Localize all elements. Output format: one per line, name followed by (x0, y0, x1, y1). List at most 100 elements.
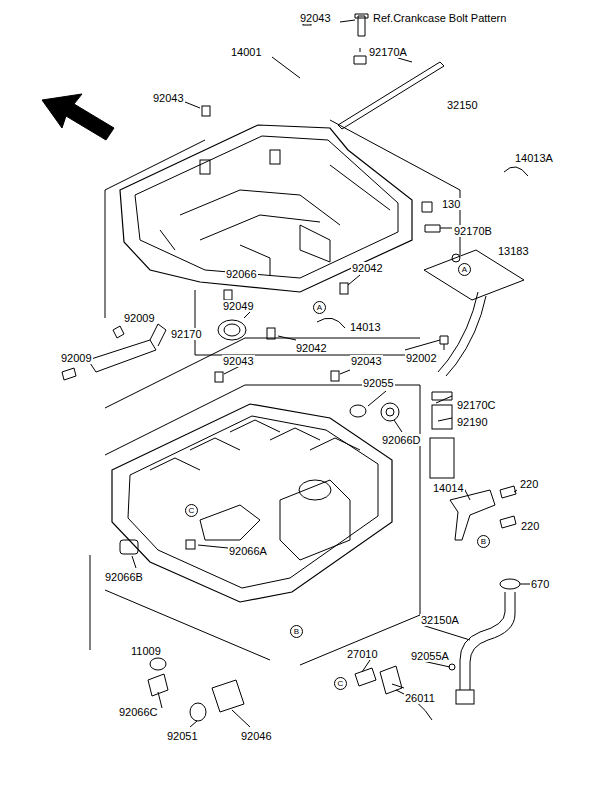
callout-number: 14001 (230, 46, 263, 58)
illustration-line (105, 120, 460, 408)
callout-number: 92009 (60, 352, 93, 364)
letter-text: C (338, 680, 344, 688)
illustration-line (224, 290, 232, 300)
illustration-line (450, 490, 495, 540)
illustration-line (338, 62, 444, 129)
illustration-line (500, 579, 520, 589)
callout-number: 92170C (456, 399, 497, 411)
reference-letter: A (313, 301, 326, 314)
illustration-line (355, 14, 368, 36)
callout-number: 11009 (130, 645, 162, 657)
callout-number: 92066C (118, 706, 159, 718)
callout-number: 92170 (170, 328, 203, 340)
callout-number: 32150A (420, 614, 460, 626)
callout-number: 92049 (222, 300, 255, 312)
illustration-line (215, 372, 223, 382)
callout-number: 92066D (381, 434, 422, 446)
callout-number: 32150 (446, 99, 479, 111)
illustration-line (88, 324, 166, 372)
callout-number: 14013A (514, 152, 554, 164)
callout-number: 92055 (362, 377, 395, 389)
illustration-line (504, 167, 528, 176)
callout-number: 13183 (497, 245, 530, 257)
letter-text: B (481, 538, 486, 546)
illustration-line (200, 160, 210, 174)
reference-note: Ref.Crankcase Bolt Pattern (372, 12, 507, 24)
illustration-line (42, 94, 114, 140)
illustration-line (340, 283, 348, 294)
callout-number: 92043 (222, 355, 255, 367)
illustration-line (224, 324, 240, 336)
illustration-line (432, 392, 452, 400)
callout-number: 92042 (351, 262, 384, 274)
illustration-line (280, 480, 350, 560)
illustration-line (202, 106, 210, 116)
callout-number: 92051 (166, 730, 199, 742)
illustration-line (160, 165, 390, 250)
illustration-line (90, 385, 420, 665)
callout-number: 92066B (104, 571, 144, 583)
illustration-line (350, 405, 366, 417)
illustration-line (500, 486, 516, 528)
illustration-line (381, 403, 399, 421)
callout-number: 92170B (453, 225, 493, 237)
callout-number: 670 (530, 578, 550, 590)
reference-letter: C (334, 677, 347, 690)
callout-number: 14014 (432, 482, 465, 494)
reference-letter: B (290, 625, 303, 638)
callout-number: 92066A (228, 545, 268, 557)
callout-number: 27010 (346, 648, 379, 660)
illustration-line (267, 328, 275, 339)
letter-text: B (294, 628, 299, 636)
illustration-line (62, 368, 76, 380)
callout-number: 26011 (404, 692, 436, 704)
reference-letter: A (458, 263, 471, 276)
callout-number: 220 (520, 520, 540, 532)
callout-number: 92009 (123, 312, 156, 324)
callout-number: 92043 (299, 12, 332, 24)
illustration-line (270, 150, 280, 164)
illustration-line (120, 540, 138, 554)
illustration-line (331, 371, 339, 381)
illustration-line (112, 404, 392, 602)
illustration-line (386, 408, 394, 416)
illustration-line (317, 318, 345, 328)
callout-number: 92066 (225, 268, 258, 280)
reference-letter: B (477, 535, 490, 548)
illustration-line (354, 48, 366, 64)
illustration-line (218, 320, 246, 340)
callout-number: 92170A (368, 46, 408, 58)
illustration-line (128, 416, 378, 588)
callout-number: 130 (441, 198, 461, 210)
callout-number: 92002 (405, 352, 438, 364)
illustration-line (424, 250, 524, 300)
illustration-line (120, 125, 412, 292)
illustration-line (132, 20, 530, 727)
illustration-line (460, 592, 515, 690)
letter-text: C (189, 507, 195, 515)
callout-number: 92043 (152, 92, 185, 104)
illustration-line (200, 505, 260, 540)
illustration-line (432, 405, 452, 429)
illustration-line (299, 480, 331, 500)
callout-number: 220 (519, 478, 539, 490)
illustration-line (422, 202, 440, 232)
illustration-line (190, 703, 206, 721)
illustration-line (452, 254, 460, 262)
callout-number: 14013 (349, 321, 382, 333)
illustration-line (355, 666, 402, 694)
illustration-line (113, 326, 124, 338)
letter-text: A (317, 304, 322, 312)
callout-number: 92055A (410, 650, 450, 662)
illustration-line (135, 136, 398, 278)
illustration-line (150, 658, 166, 670)
reference-letter: C (185, 504, 198, 517)
illustration-line (440, 336, 448, 350)
callout-number: 92190 (456, 416, 489, 428)
illustration-line (186, 540, 195, 549)
illustration-line (212, 680, 244, 712)
callout-number: 92043 (350, 355, 383, 367)
